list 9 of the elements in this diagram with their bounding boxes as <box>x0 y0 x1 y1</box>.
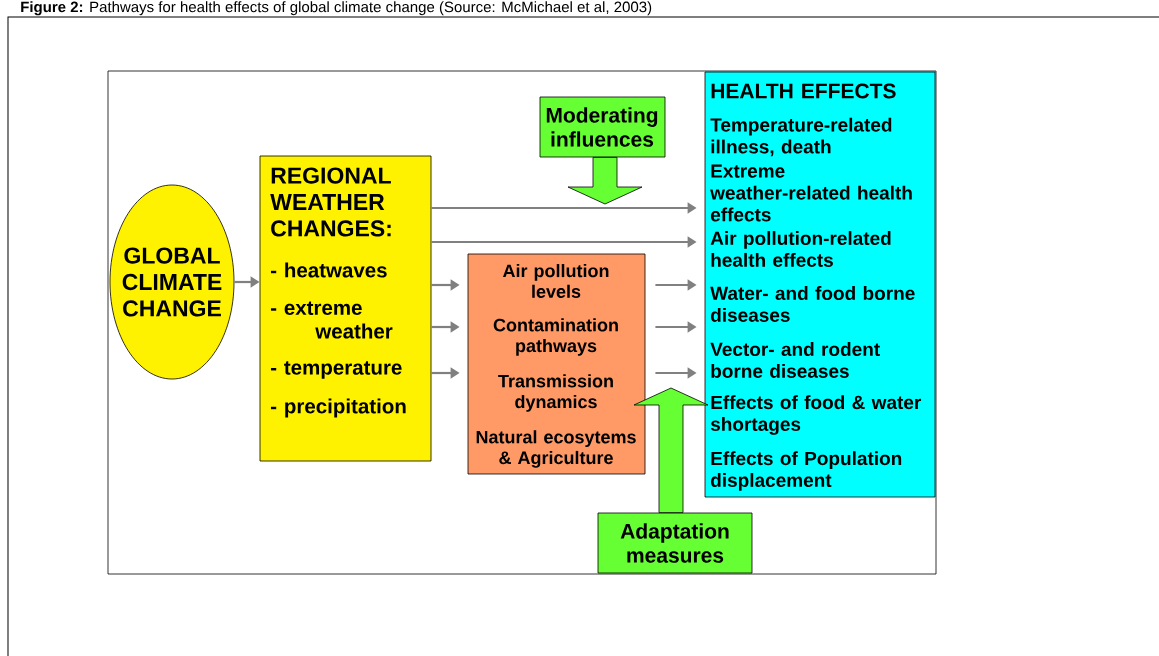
pathway-box: Air pollution levels Contamination pathways Transmission dynamics Natural ecosytems & Agriculture <box>467 253 646 475</box>
influence-box: Adaptation measures <box>597 512 753 574</box>
figure-caption: Figure 2: Pathways for health effects of global climate change (Source: McMichael et al, 2003) <box>21 1 652 16</box>
block-arrow <box>567 157 643 205</box>
health-effects-box: HEALTH EFFECTS Temperature-related illness, death Extreme weather-related health effects Air pollution-related health effects Water- and food borne diseases Vector- and rodent borne diseases Effects of food & water shortages Effects of Population displacement <box>704 71 936 498</box>
block-arrow <box>633 387 709 513</box>
ellipse-node: GLOBAL CLIMATE CHANGE <box>109 184 235 380</box>
influence-box: Moderating influences <box>539 96 666 158</box>
weather-box: REGIONAL WEATHER CHANGES: - heatwaves - extreme weather - temperature - precipitation <box>259 155 432 462</box>
